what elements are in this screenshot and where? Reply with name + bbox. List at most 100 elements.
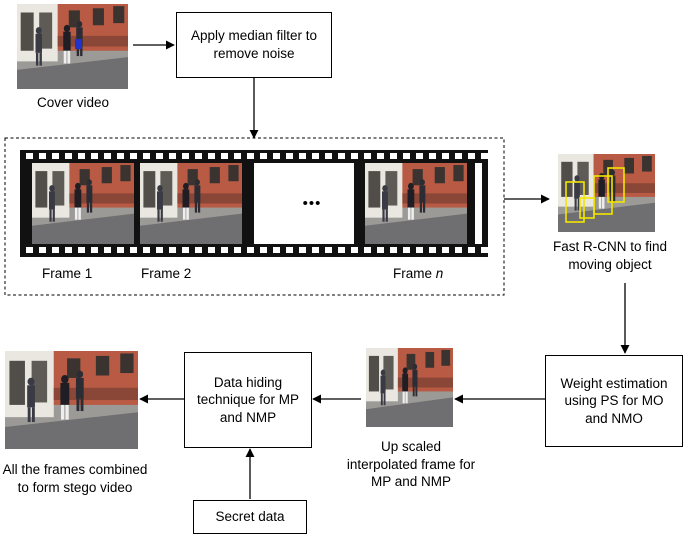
weight-estimation-box: Weight estimation using PS for MO and NM… [545,355,683,447]
film-perforation [416,153,423,159]
film-perforation [195,247,202,253]
film-perforation [104,153,111,159]
film-perforation [481,247,488,253]
film-perforation [52,247,59,253]
upscaled-frame-label: Up scaled interpolated frame for MP and … [346,439,476,490]
film-perforation [91,247,98,253]
film-perforation [429,247,436,253]
detection-box [593,175,613,215]
film-perforation [234,153,241,159]
film-perforation [403,153,410,159]
film-perforation [65,247,72,253]
film-perforation [78,153,85,159]
rcnn-label: Fast R-CNN to find moving object [552,239,668,272]
film-perforation [39,247,46,253]
film-perforation [377,153,384,159]
data-hiding-label: Data hiding technique for MP and NMP [196,374,300,425]
film-perforation [130,247,137,253]
film-perforation [247,153,254,159]
film-perforation [91,153,98,159]
film-perforation [234,247,241,253]
film-perforation [52,153,59,159]
film-strip-graphic [20,150,488,257]
film-perforation [156,247,163,253]
upscaled-frame-image [366,348,453,427]
film-perforation [416,247,423,253]
film-perforation [377,247,384,253]
film-perforation [364,247,371,253]
film-perforation [117,153,124,159]
film-perforation [182,153,189,159]
film-perforation [442,247,449,253]
film-perforation [481,153,488,159]
marker-icon [75,39,82,49]
film-perforation [143,247,150,253]
film-perforation [390,153,397,159]
film-strip [20,150,488,257]
film-perforation [221,247,228,253]
film-perforation [299,247,306,253]
film-perforation [455,153,462,159]
film-perforation [247,247,254,253]
film-perforation [208,153,215,159]
film-perforation [221,153,228,159]
film-perforation [299,153,306,159]
secret-data-label: Secret data [215,509,285,525]
film-perforation [130,153,137,159]
film-perforation [156,153,163,159]
film-perforation [78,247,85,253]
film-perforation [208,247,215,253]
frame-1-label: Frame 1 [42,266,93,281]
film-perforation [338,153,345,159]
detection-box [579,197,595,219]
frames-container [4,137,505,296]
film-perforation [338,247,345,253]
film-perforation [143,153,150,159]
cover-video-image [17,4,128,89]
film-perforation [468,247,475,253]
detection-box [607,167,625,203]
film-perforation [455,247,462,253]
stego-video-image [5,351,138,449]
frame-2-label: Frame 2 [141,266,192,281]
film-perforation [351,247,358,253]
film-perforation [468,153,475,159]
film-perforation [65,153,72,159]
film-perforation [26,153,33,159]
data-hiding-box: Data hiding technique for MP and NMP [184,352,312,448]
secret-data-box: Secret data [193,500,307,534]
median-filter-box: Apply median filter to remove noise [176,12,332,78]
film-perforation [286,153,293,159]
film-perforation [429,153,436,159]
film-perforation [169,153,176,159]
film-perforation [325,153,332,159]
median-filter-label: Apply median filter to remove noise [190,28,318,61]
film-perforation [26,247,33,253]
film-perforation [195,153,202,159]
cover-video-label: Cover video [36,95,110,110]
film-perforation [364,153,371,159]
film-perforation [260,247,267,253]
frame-n-prefix: Frame [393,266,436,281]
frame-n-label: Frame n [393,266,443,281]
film-perforation [39,153,46,159]
film-perforation [390,247,397,253]
film-perforation [169,247,176,253]
film-perforation [403,247,410,253]
film-perforation [325,247,332,253]
rcnn-detection-image [558,154,655,232]
detection-box [565,181,585,223]
film-perforation [182,247,189,253]
frame-n-italic: n [435,266,444,281]
stego-video-label: All the frames combined to form stego vi… [2,462,148,495]
film-perforation [260,153,267,159]
film-perforation [312,153,319,159]
film-perforation [104,247,111,253]
weight-estimation-label: Weight estimation using PS for MO and NM… [560,375,668,426]
film-perforation [442,153,449,159]
film-perforation [117,247,124,253]
film-perforation [273,153,280,159]
film-perforation [273,247,280,253]
film-perforation [286,247,293,253]
